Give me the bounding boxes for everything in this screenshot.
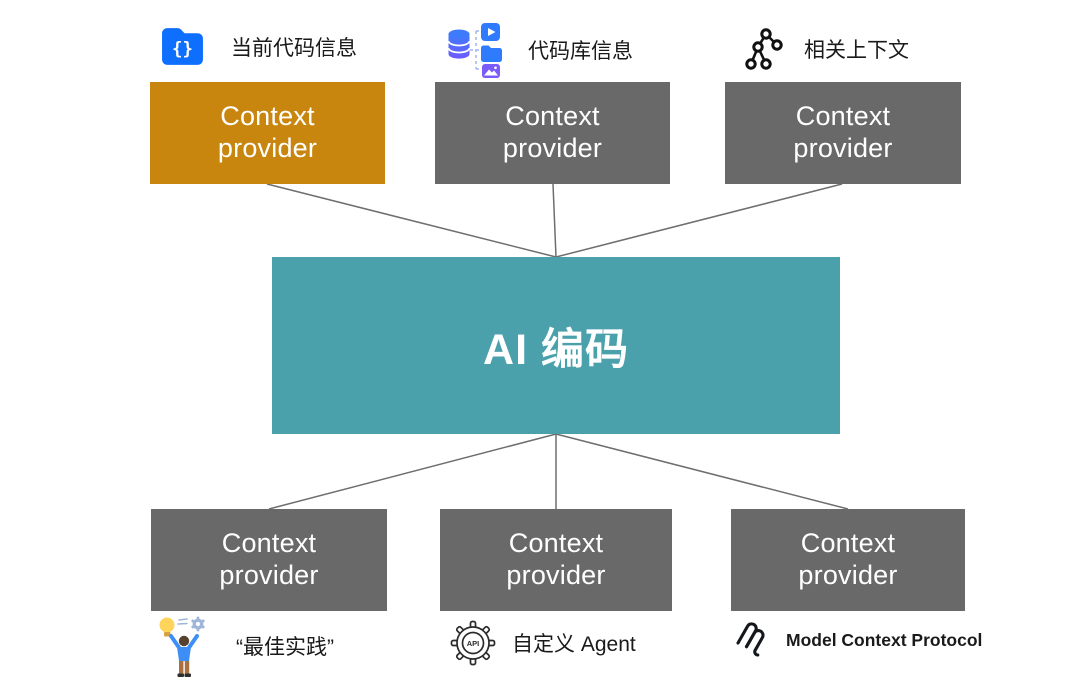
person-idea-icon: [158, 614, 210, 678]
connector-line: [555, 433, 849, 510]
context-provider-label: Context provider: [217, 101, 318, 163]
ai-coding-center-box: AI 编码: [272, 257, 840, 434]
codebase-media-icon: [446, 22, 504, 78]
context-provider-box-bottom-3: Context provider: [731, 509, 965, 611]
connector-line: [268, 433, 557, 510]
tag-label: 自定义 Agent: [512, 633, 636, 656]
tag-current-code-info: {} 当前代码信息: [160, 26, 357, 67]
context-provider-box-top-2: Context provider: [435, 82, 670, 184]
context-provider-label: Context provider: [502, 101, 603, 163]
connector-line: [266, 183, 557, 258]
api-gear-icon: API: [450, 620, 496, 666]
tag-custom-agent: API 自定义 Agent: [450, 620, 636, 666]
tag-label: 相关上下文: [804, 39, 909, 62]
context-provider-box-top-3: Context provider: [725, 82, 961, 184]
context-provider-label: Context provider: [219, 528, 319, 590]
tag-best-practices: “最佳实践”: [158, 614, 334, 678]
context-provider-box-bottom-1: Context provider: [151, 509, 387, 611]
context-graph-icon: [744, 26, 788, 72]
connector-line: [552, 183, 557, 258]
tag-label: 代码库信息: [528, 40, 633, 63]
svg-text:{}: {}: [172, 40, 193, 60]
ai-coding-label: AI 编码: [483, 325, 629, 374]
tag-model-context-protocol: Model Context Protocol: [734, 620, 982, 660]
tag-label: 当前代码信息: [231, 36, 357, 60]
context-provider-box-bottom-2: Context provider: [440, 509, 672, 611]
tag-codebase-info: 代码库信息: [446, 22, 633, 78]
tag-related-context: 相关上下文: [744, 26, 909, 72]
context-provider-label: Context provider: [793, 101, 893, 163]
mcp-logo-icon: [734, 620, 774, 660]
context-provider-box-top-1: Context provider: [150, 82, 385, 184]
context-provider-label: Context provider: [506, 528, 606, 590]
svg-text:API: API: [467, 639, 480, 648]
tag-label: Model Context Protocol: [786, 629, 983, 650]
code-folder-icon: {}: [160, 26, 205, 67]
context-provider-label: Context provider: [798, 528, 898, 590]
tag-label: “最佳实践”: [236, 636, 334, 659]
connector-line: [555, 183, 843, 258]
